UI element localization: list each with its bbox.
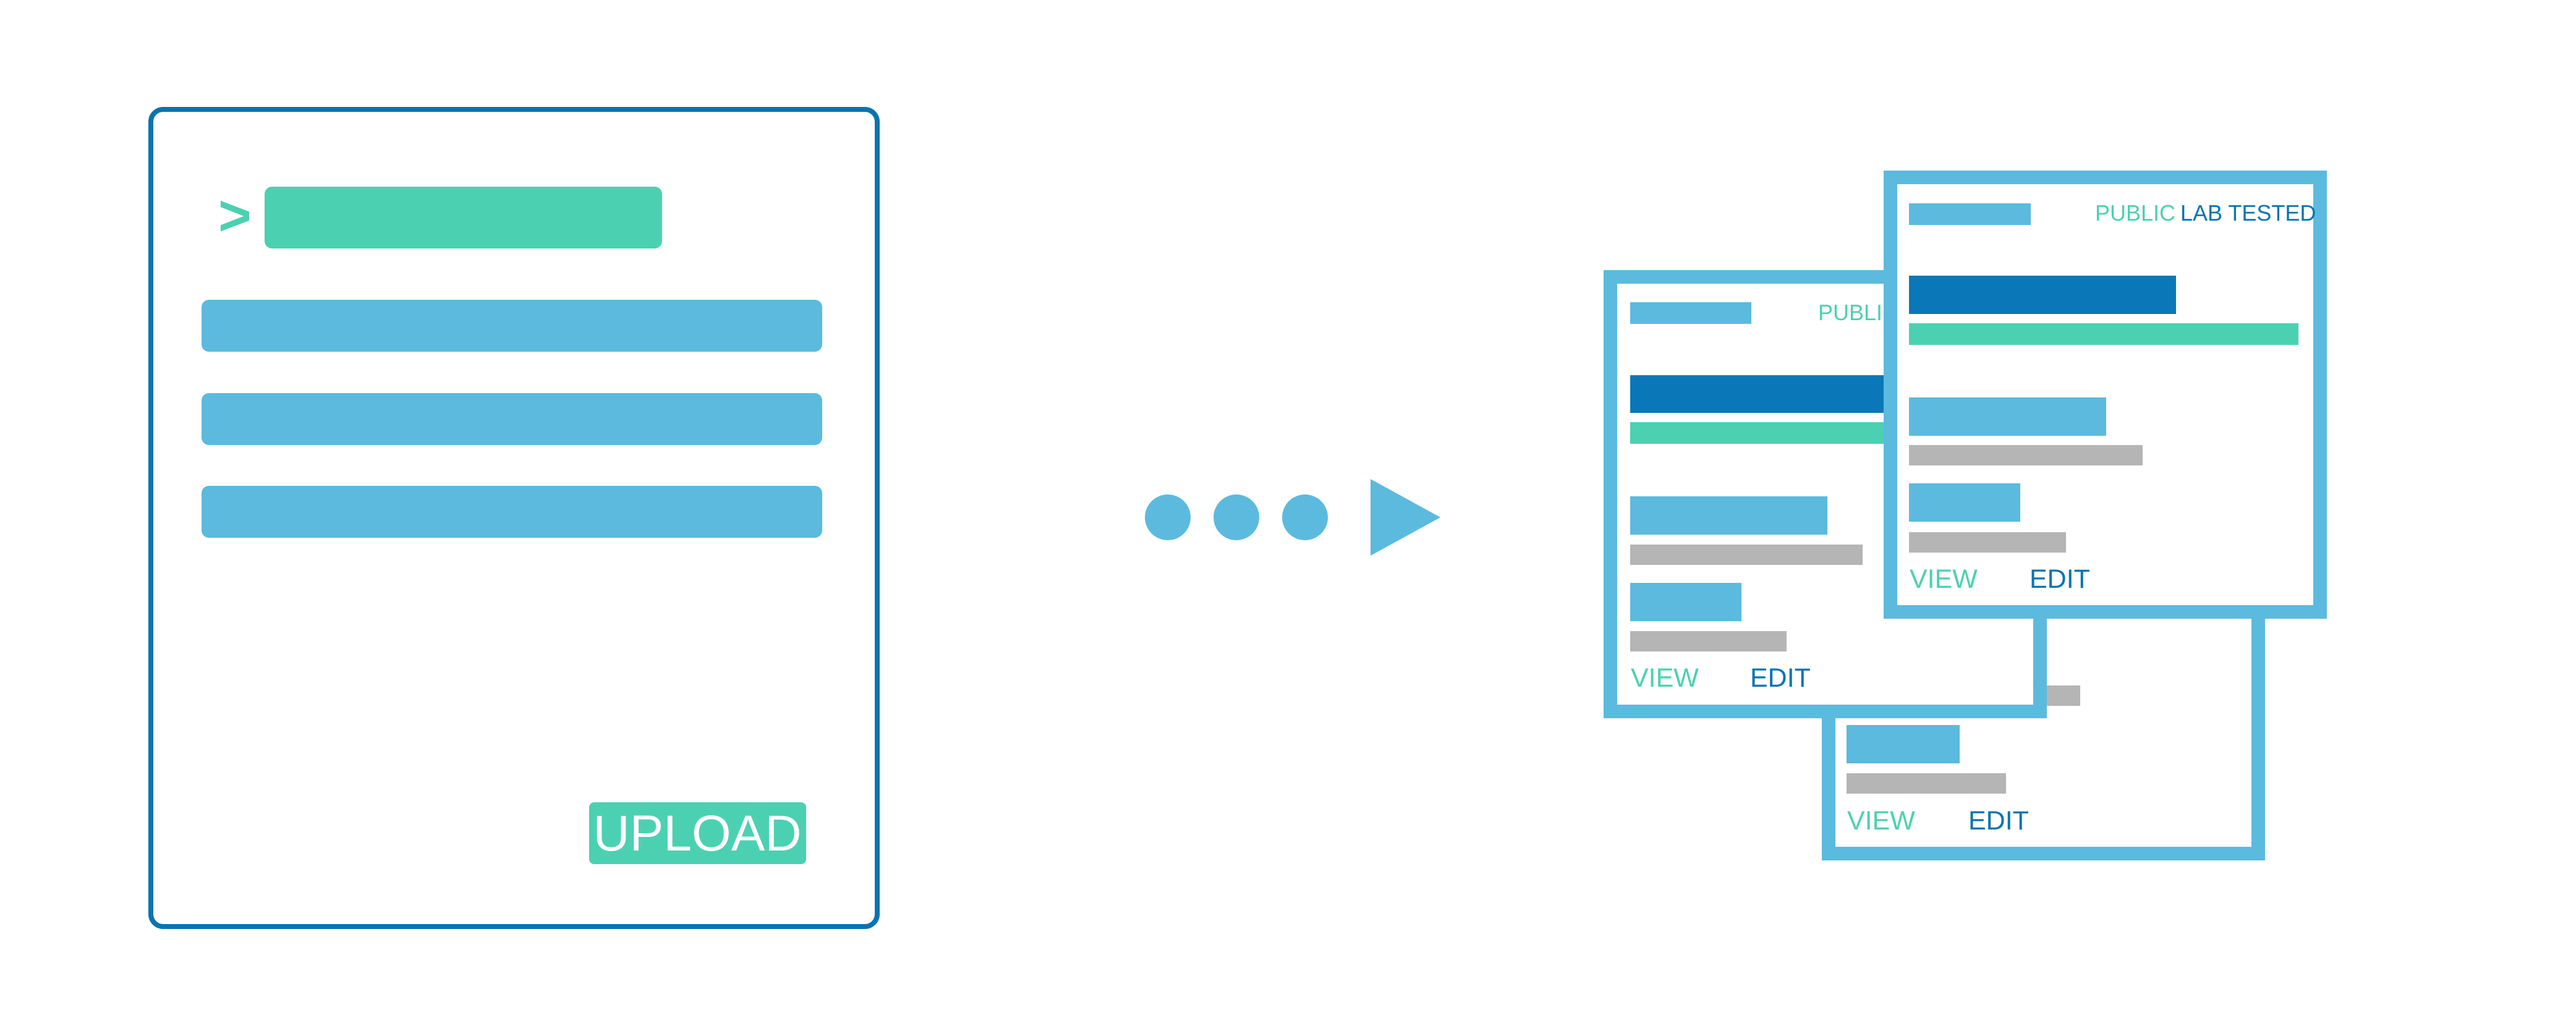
ellipsis-arrow-icon	[1145, 479, 1440, 556]
card-bar-blue	[1847, 725, 1960, 763]
card-bar-gray	[1909, 532, 2066, 553]
upload-button-bg[interactable]	[589, 802, 806, 864]
form-field-3[interactable]	[202, 486, 822, 538]
lab-tested-badge: LAB TESTED	[2180, 200, 2316, 226]
card-bar-blue	[1909, 483, 2020, 522]
card-bar-teal	[1630, 422, 1890, 444]
edit-link[interactable]: EDIT	[1968, 806, 2029, 836]
card-bar-teal	[1909, 323, 2298, 345]
arrow-head-icon	[1371, 479, 1440, 556]
dot-icon	[1214, 494, 1259, 540]
upload-button-label: UPLOAD	[593, 805, 801, 862]
view-link[interactable]: VIEW	[1847, 806, 1915, 836]
card-bar-gray	[1630, 631, 1787, 651]
card-bar-gray	[1630, 545, 1863, 565]
card-bar-blue	[1909, 397, 2106, 436]
form-field-2[interactable]	[202, 393, 822, 445]
edit-link[interactable]: EDIT	[2030, 564, 2090, 594]
dot-icon	[1145, 494, 1191, 540]
view-link[interactable]: VIEW	[1910, 564, 1978, 594]
card-bar-gray	[1847, 773, 2006, 794]
card-bar-gray	[1909, 445, 2143, 465]
card-title-bar	[1630, 302, 1751, 324]
search-input[interactable]	[265, 187, 662, 248]
record-card-front: PUBLIC LAB TESTED VIEW EDIT	[1884, 171, 2327, 619]
edit-link[interactable]: EDIT	[1750, 663, 1811, 693]
card-bar-dark	[1630, 375, 1890, 413]
record-card-back: VIEW EDIT	[1822, 603, 2265, 860]
view-link[interactable]: VIEW	[1631, 663, 1699, 693]
upload-form: > UPLOAD	[148, 107, 880, 929]
card-title-bar	[1909, 203, 2031, 225]
card-bar-blue	[1630, 583, 1741, 621]
card-bar-dark	[1909, 276, 2176, 314]
prompt-chevron-icon: >	[218, 184, 252, 247]
dot-icon	[1282, 494, 1328, 540]
card-bar-blue	[1630, 496, 1827, 535]
form-field-1[interactable]	[202, 300, 822, 352]
public-badge: PUBLIC	[2095, 200, 2175, 226]
upload-button[interactable]: UPLOAD	[589, 802, 806, 864]
